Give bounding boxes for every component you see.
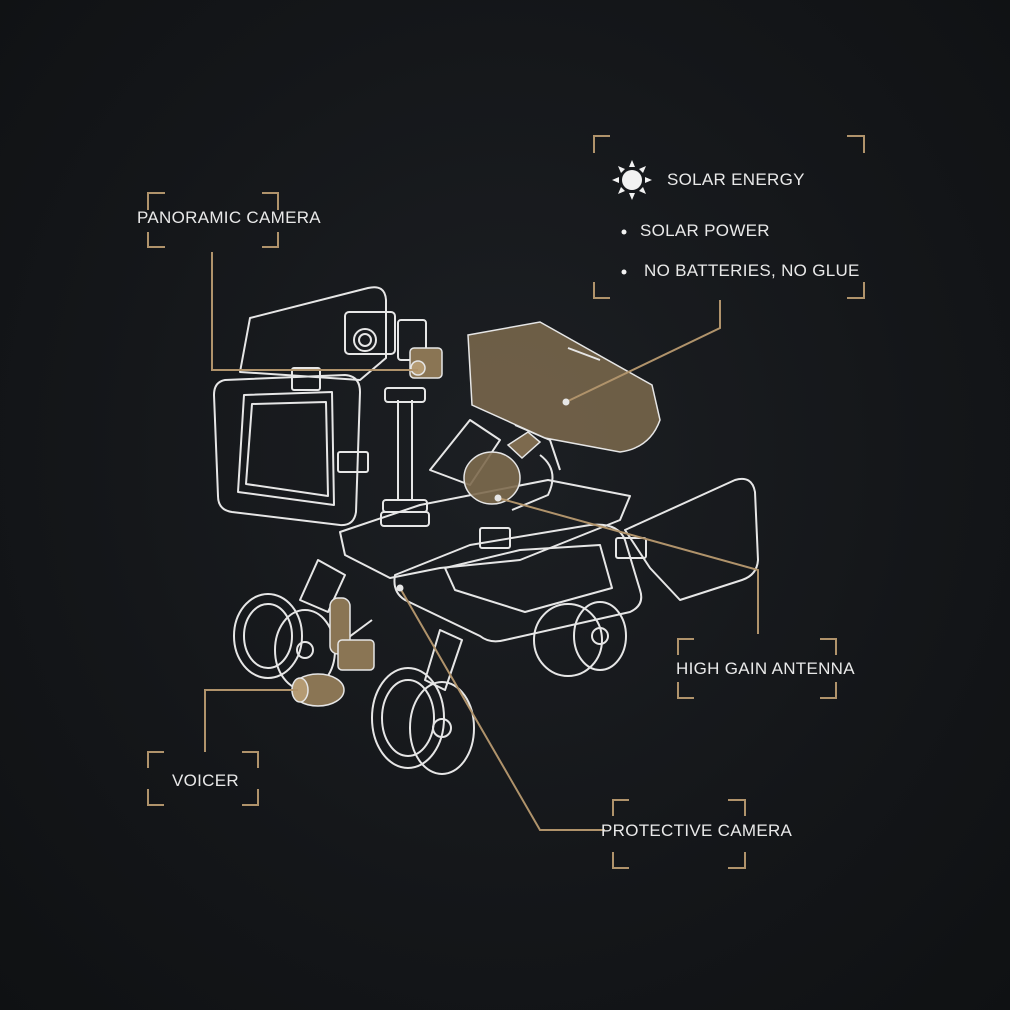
- solar-energy-leader: [565, 300, 721, 403]
- rover-body: [213, 286, 759, 775]
- panoramic-camera-bracket: [147, 192, 279, 248]
- protective-camera-leader: [399, 587, 605, 831]
- protective-camera-label: PROTECTIVE CAMERA: [601, 821, 793, 840]
- panoramic-camera-label: PANORAMIC CAMERA: [137, 208, 321, 227]
- wheel-right: [533, 601, 627, 677]
- solar-power-bullet-icon: [621, 229, 627, 235]
- solar-energy-bracket: [593, 135, 865, 299]
- solar-energy-label: SOLAR ENERGY: [667, 170, 805, 189]
- solar-power-label: SOLAR POWER: [640, 221, 770, 240]
- highlighted-components: [291, 321, 661, 707]
- high-gain-antenna-label: HIGH GAIN ANTENNA: [676, 659, 855, 678]
- high-gain-antenna-leader: [497, 497, 759, 634]
- solar-panel: [467, 321, 661, 453]
- voicer-part: [291, 597, 375, 707]
- no-batteries-bullet-icon: [621, 269, 627, 275]
- high-gain-antenna-bracket: [677, 638, 837, 699]
- sun-icon: [612, 160, 652, 200]
- panoramic-camera-leader: [211, 252, 418, 371]
- voicer-label: VOICER: [172, 771, 239, 790]
- voicer-leader: [204, 689, 298, 752]
- voicer-bracket: [147, 751, 259, 806]
- high-gain-antenna-dish: [463, 451, 521, 505]
- wheel-front-left: [371, 667, 475, 775]
- no-batteries-label: NO BATTERIES, NO GLUE: [644, 261, 860, 280]
- protective-camera-bracket: [612, 799, 746, 869]
